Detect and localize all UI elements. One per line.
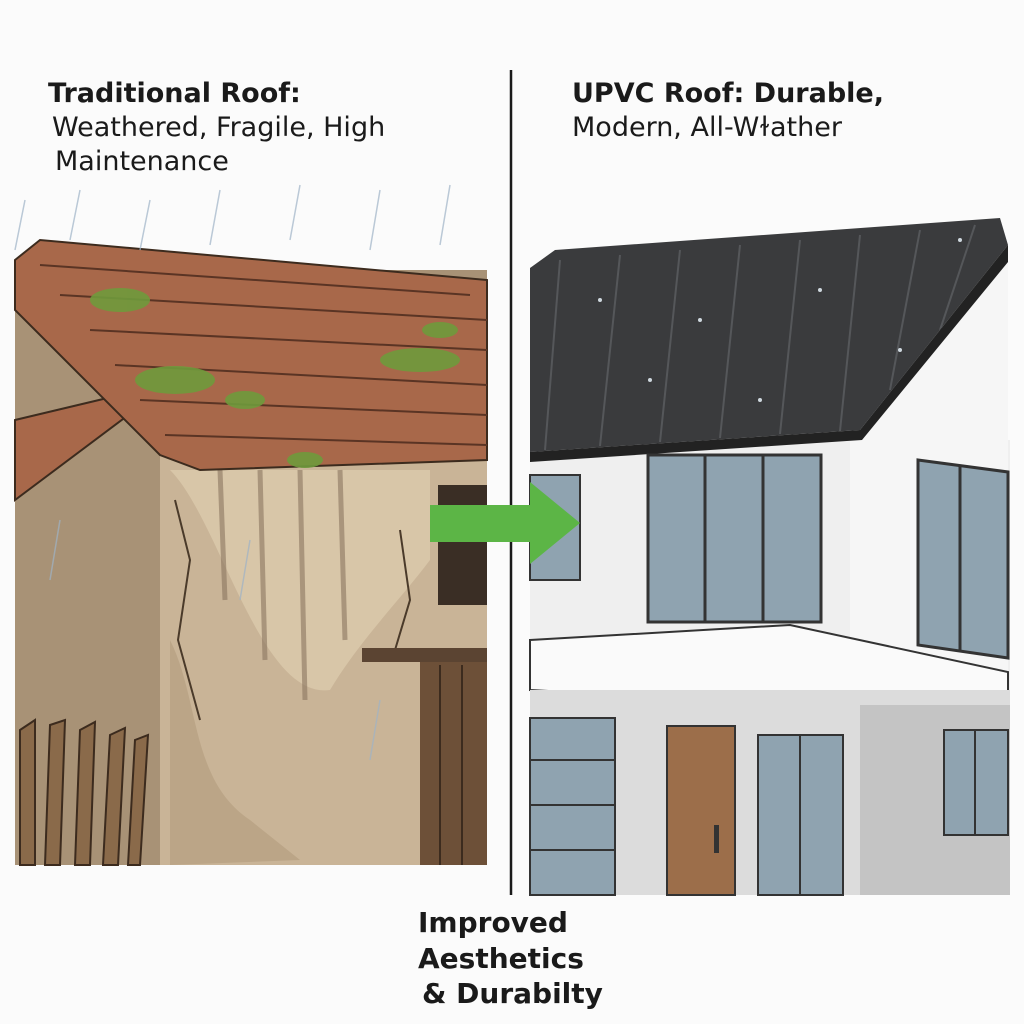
traditional-roof-subtitle-cont: Maintenance <box>55 146 229 177</box>
caption-line-3: & Durabilty <box>422 977 603 1011</box>
traditional-roof-title: Traditional Roof: <box>48 78 301 109</box>
upvc-roof-subtitle: Modern, All-Wɫather <box>572 112 842 143</box>
traditional-house-illustration <box>14 184 488 866</box>
caption-line-1: Improved <box>418 906 568 939</box>
upvc-roof-title: UPVC Roof: Durable, <box>572 78 884 109</box>
traditional-roof-subtitle: Weathered, Fragile, High <box>52 112 386 143</box>
arrow-right-icon <box>430 482 580 564</box>
caption-line-2: Aesthetics <box>418 941 584 975</box>
upvc-house-illustration <box>529 218 1010 896</box>
bottom-caption: Improved Aesthetics & Durabilty <box>418 905 603 1012</box>
